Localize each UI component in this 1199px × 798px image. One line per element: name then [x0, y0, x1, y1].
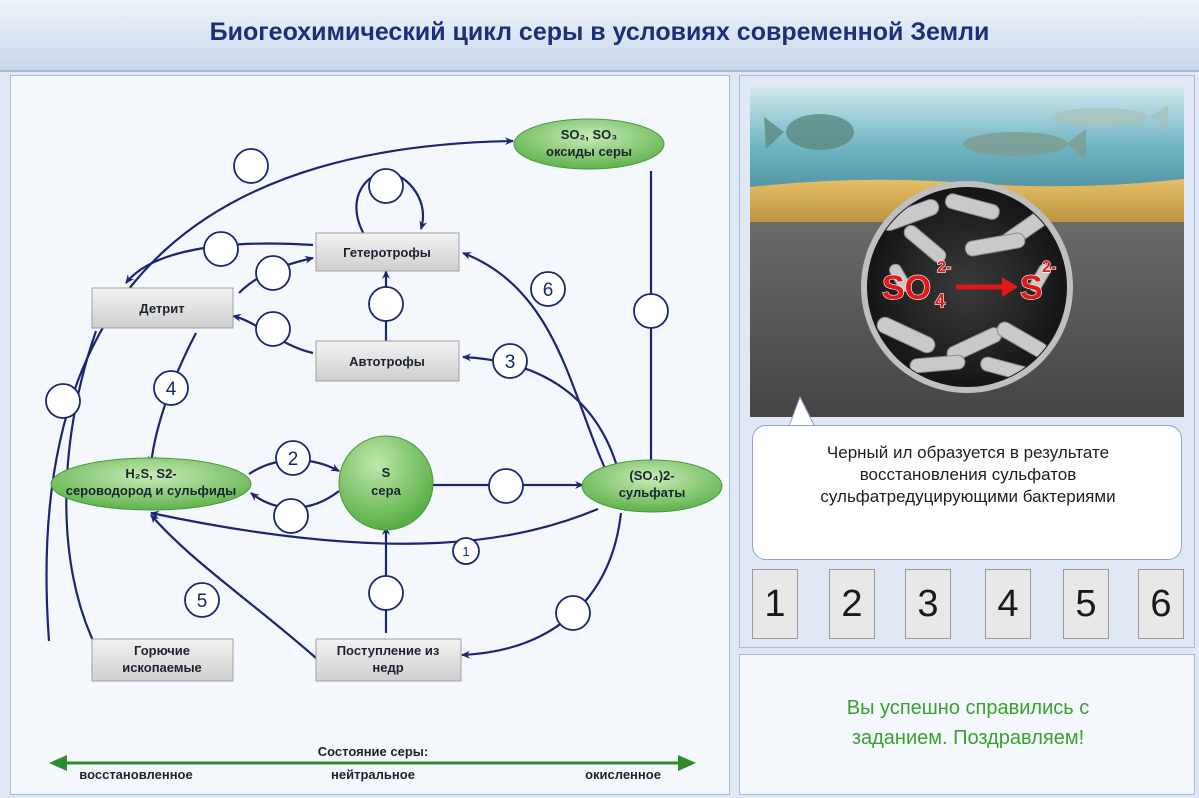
node-sulfates: (SO₄)2- сульфаты	[581, 459, 723, 513]
arrow-sulfates-to-sulfides	[150, 507, 599, 545]
answer-button-4[interactable]: 4	[985, 569, 1031, 639]
svg-text:2-: 2-	[937, 259, 951, 276]
reaction-formula: SO 4 2- S 2-	[881, 258, 1056, 311]
sediment-illustration: SO 4 2- S 2-	[750, 87, 1184, 417]
svg-text:(SO₄)2-: (SO₄)2-	[629, 468, 674, 483]
svg-text:4: 4	[166, 379, 177, 400]
svg-text:6: 6	[543, 280, 554, 301]
header-bar: Биогеохимический цикл серы в условиях со…	[0, 0, 1199, 72]
diagram-panel: 6 3 4 2 1 5 SO₂, SO₃ оксиды серы Гетерот…	[10, 75, 730, 795]
svg-text:2-: 2-	[1042, 259, 1056, 276]
answer-slot	[233, 148, 269, 184]
svg-text:SO: SO	[882, 269, 931, 307]
svg-text:S: S	[1020, 269, 1043, 307]
answer-slot	[368, 286, 404, 322]
svg-text:Гетеротрофы: Гетеротрофы	[343, 245, 431, 260]
answer-slots	[45, 148, 669, 631]
feedback-panel: Вы успешно справились с заданием. Поздра…	[739, 654, 1195, 795]
node-heterotrophs: Гетеротрофы	[315, 232, 460, 272]
svg-text:сера: сера	[371, 483, 401, 498]
answer-button-3[interactable]: 3	[905, 569, 951, 639]
number-marker-3: 3	[492, 343, 528, 379]
svg-text:ископаемые: ископаемые	[122, 660, 202, 675]
node-interior: Поступление из недр	[315, 638, 462, 682]
answer-slot	[45, 383, 81, 419]
answer-slot	[203, 231, 239, 267]
svg-text:Детрит: Детрит	[139, 301, 184, 316]
arrow-hetero-to-detritus	[125, 242, 314, 284]
svg-text:оксиды серы: оксиды серы	[546, 144, 632, 159]
node-autotrophs: Автотрофы	[315, 340, 460, 382]
svg-text:Горючие: Горючие	[134, 643, 190, 658]
state-axis-title: Состояние серы:	[318, 744, 428, 759]
node-oxides: SO₂, SO₃ оксиды серы	[513, 118, 665, 170]
svg-text:3: 3	[505, 352, 516, 373]
fish-icon	[764, 114, 854, 150]
sulfur-cycle-diagram: 6 3 4 2 1 5 SO₂, SO₃ оксиды серы Гетерот…	[45, 118, 723, 782]
cycle-arrows	[45, 137, 655, 659]
svg-text:2: 2	[288, 449, 299, 470]
answer-button-5[interactable]: 5	[1063, 569, 1109, 639]
answer-slot	[633, 293, 669, 329]
bacteria-cluster	[876, 193, 1051, 382]
answer-slot	[255, 255, 291, 291]
svg-text:H₂S, S2-: H₂S, S2-	[125, 466, 176, 481]
caption-text: Черный ил образуется в результате восста…	[820, 443, 1116, 506]
arrow-sulfates-to-interior	[461, 512, 623, 659]
svg-text:5: 5	[197, 591, 208, 612]
answer-slot	[368, 575, 404, 611]
svg-text:сульфаты: сульфаты	[619, 485, 686, 500]
number-markers: 6 3 4 2 1 5	[153, 271, 566, 618]
answer-slot	[368, 168, 404, 204]
answer-slot	[255, 311, 291, 347]
node-sulfur: S сера	[338, 435, 434, 531]
arrow-sulfates-to-auto	[462, 353, 623, 482]
number-marker-1: 1	[452, 537, 480, 565]
page-title: Биогеохимический цикл серы в условиях со…	[209, 18, 990, 46]
svg-text:4: 4	[935, 291, 945, 311]
answer-slot	[273, 498, 309, 534]
fish-icon	[1052, 105, 1168, 129]
answer-button-2[interactable]: 2	[829, 569, 875, 639]
arrow-sulfates-to-hetero	[462, 251, 612, 482]
answer-slot	[488, 468, 524, 504]
answer-button-1[interactable]: 1	[752, 569, 798, 639]
answer-button-6[interactable]: 6	[1138, 569, 1184, 639]
svg-text:сероводород и сульфиды: сероводород и сульфиды	[66, 483, 237, 498]
number-marker-2: 2	[275, 440, 311, 476]
svg-text:Автотрофы: Автотрофы	[349, 354, 425, 369]
svg-text:Поступление из: Поступление из	[337, 643, 440, 658]
success-message: Вы успешно справились с заданием. Поздра…	[846, 697, 1090, 749]
svg-text:1: 1	[462, 544, 469, 559]
state-axis: Состояние серы: восстановленное нейтраль…	[49, 744, 696, 782]
arrow-interior-to-fuels	[150, 514, 317, 659]
state-axis-right: окисленное	[585, 767, 661, 782]
state-axis-left: восстановленное	[79, 767, 192, 782]
state-axis-middle: нейтральное	[331, 767, 415, 782]
fish-icon	[963, 129, 1086, 159]
svg-text:SO₂, SO₃: SO₂, SO₃	[561, 127, 618, 142]
node-sulfides: H₂S, S2- сероводород и сульфиды	[50, 457, 252, 511]
svg-text:недр: недр	[372, 660, 403, 675]
number-marker-6: 6	[530, 271, 566, 307]
node-fuels: Горючие ископаемые	[91, 638, 234, 682]
svg-text:S: S	[382, 465, 391, 480]
answer-slot	[555, 595, 591, 631]
node-detritus: Детрит	[91, 287, 234, 329]
number-marker-4: 4	[153, 370, 189, 406]
arrow-sulfides-to-oxides	[45, 137, 514, 642]
caption-box: Черный ил образуется в результате восста…	[752, 425, 1182, 560]
number-marker-5: 5	[184, 582, 220, 618]
